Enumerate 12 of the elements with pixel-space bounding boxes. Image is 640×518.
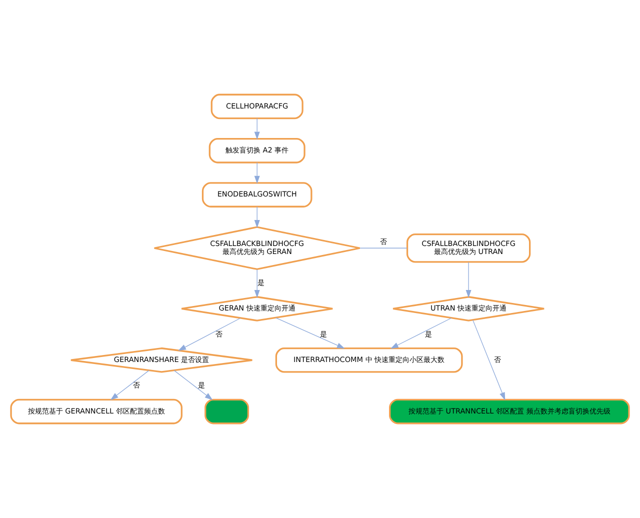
arrow: [466, 262, 472, 298]
arrow: [254, 269, 260, 298]
arrow: [254, 206, 260, 228]
arrow: [276, 317, 345, 349]
arrow: [254, 118, 260, 140]
arrow: [254, 162, 260, 184]
arrow: [178, 318, 241, 351]
arrow: [174, 370, 213, 400]
node-box: [204, 398, 250, 424]
arrow: [472, 320, 506, 400]
arrow: [110, 370, 150, 400]
arrow: [390, 318, 452, 349]
